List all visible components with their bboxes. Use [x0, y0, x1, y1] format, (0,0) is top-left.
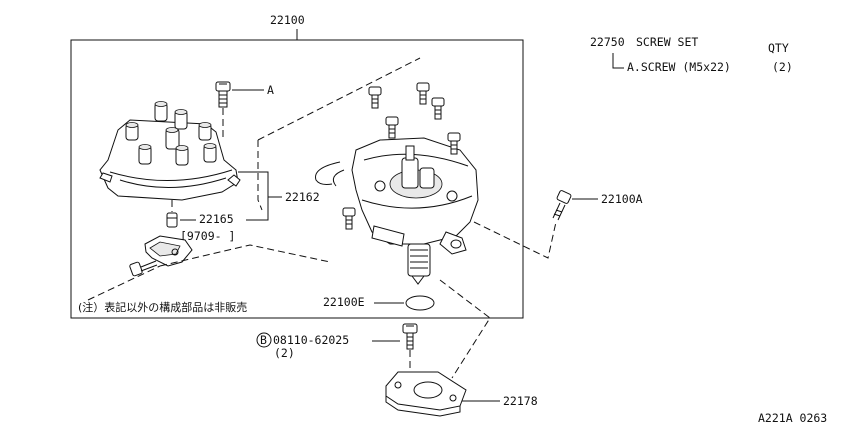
bolt-08110-62025[interactable]: [402, 323, 418, 350]
distributor-housing[interactable]: [315, 137, 479, 285]
bracket-22162: [238, 171, 269, 221]
rotor[interactable]: [166, 212, 178, 228]
screw-a-label[interactable]: A: [267, 83, 274, 97]
part-22100e-label[interactable]: 22100E: [323, 295, 365, 309]
not-sold-separately-note: (注）表記以外の構成部品は非販売: [78, 300, 247, 314]
lower-guide-dash: [87, 265, 161, 301]
cap-guide-dash: [257, 140, 263, 211]
bolt-part-label[interactable]: 08110-62025: [273, 333, 349, 347]
part-22100a-label[interactable]: 22100A: [601, 192, 643, 206]
assembly-number-label[interactable]: 22100: [270, 13, 305, 27]
o-ring-22100e[interactable]: [405, 295, 435, 311]
screw-22100a[interactable]: [552, 190, 572, 221]
plate-to-housing-dash: [159, 244, 331, 267]
part-22165-label[interactable]: 22165: [199, 212, 234, 226]
spacer-dash: [439, 279, 491, 379]
bolt-qty-label: (2): [274, 346, 295, 360]
part-22178-label[interactable]: 22178: [503, 394, 538, 408]
plate-screw[interactable]: [129, 260, 158, 277]
cap-screw-a[interactable]: [215, 81, 231, 108]
screw-set-item-qty: (2): [772, 60, 793, 74]
housing-screws[interactable]: [342, 82, 461, 230]
screw-set-part-no[interactable]: 22750: [590, 35, 625, 49]
qty-header: QTY: [768, 41, 789, 55]
bolt-ref-letter: B: [260, 333, 267, 347]
screw-set-legend: 22750 SCREW SET QTY A.SCREW (M5x22) (2): [590, 35, 793, 74]
figure-code: A221A 0263: [758, 411, 827, 425]
screw-set-item: A.SCREW (M5x22): [627, 60, 731, 74]
part-22162-label[interactable]: 22162: [285, 190, 320, 204]
screw-set-title: SCREW SET: [636, 35, 698, 49]
cap-to-housing-dash: [257, 57, 421, 141]
date-range-label: [9709- ]: [180, 229, 235, 243]
bolt-ref-circle: [256, 332, 272, 348]
distributor-cap[interactable]: [99, 101, 241, 201]
spacer-plate-22178[interactable]: [385, 371, 467, 417]
screw-22100a-dash: [473, 221, 557, 259]
rotor-plate[interactable]: [144, 235, 193, 267]
legend-tree-line: [612, 53, 624, 69]
